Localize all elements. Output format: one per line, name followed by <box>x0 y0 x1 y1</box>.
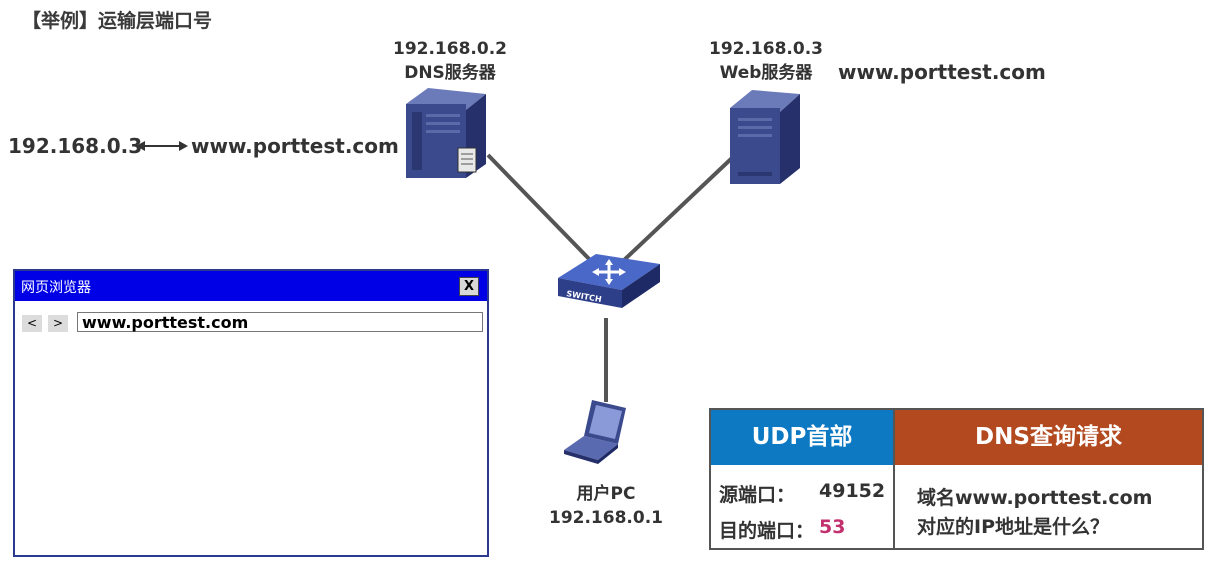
src-port-value: 49152 <box>819 480 886 502</box>
column-divider <box>893 410 895 548</box>
web-server-icon <box>730 90 800 184</box>
udp-header-cell: UDP首部 <box>711 410 893 465</box>
back-button[interactable]: < <box>22 315 42 332</box>
close-button[interactable]: X <box>459 277 479 296</box>
dns-server-ip: 192.168.0.2 <box>392 39 507 59</box>
web-server-domain: www.porttest.com <box>838 60 1046 84</box>
forward-button[interactable]: > <box>48 315 68 332</box>
mapping-domain: www.porttest.com <box>191 134 399 158</box>
query-line-2: 对应的IP地址是什么？ <box>917 516 1109 538</box>
web-server-ip: 192.168.0.3 <box>708 39 823 59</box>
user-pc-ip: 192.168.0.1 <box>548 508 663 528</box>
link-dns-switch <box>486 153 594 264</box>
user-pc-name: 用户PC <box>576 484 636 504</box>
dns-server-icon <box>406 88 486 178</box>
dns-server-name: DNS服务器 <box>404 63 496 83</box>
web-server-name: Web服务器 <box>719 63 813 83</box>
packet-table: UDP首部 DNS查询请求 源端口： 49152 目的端口： 53 域名www.… <box>709 408 1204 550</box>
dst-port-value: 53 <box>819 516 846 538</box>
browser-titlebar: 网页浏览器 X <box>15 271 487 301</box>
link-web-switch <box>620 156 734 264</box>
browser-window: 网页浏览器 X < > www.porttest.com <box>13 269 489 557</box>
query-line-1: 域名www.porttest.com <box>917 487 1153 509</box>
url-input[interactable]: www.porttest.com <box>77 312 483 332</box>
dns-header-cell: DNS查询请求 <box>895 410 1202 465</box>
laptop-icon <box>564 400 626 464</box>
mapping-ip: 192.168.0.3 <box>8 134 143 158</box>
page-title: 【举例】运输层端口号 <box>22 10 213 32</box>
double-arrow-icon <box>136 141 188 151</box>
browser-title: 网页浏览器 <box>21 280 91 296</box>
dst-port-label: 目的端口： <box>719 520 815 542</box>
switch-icon: SWITCH <box>558 254 660 308</box>
src-port-label: 源端口： <box>719 484 796 506</box>
